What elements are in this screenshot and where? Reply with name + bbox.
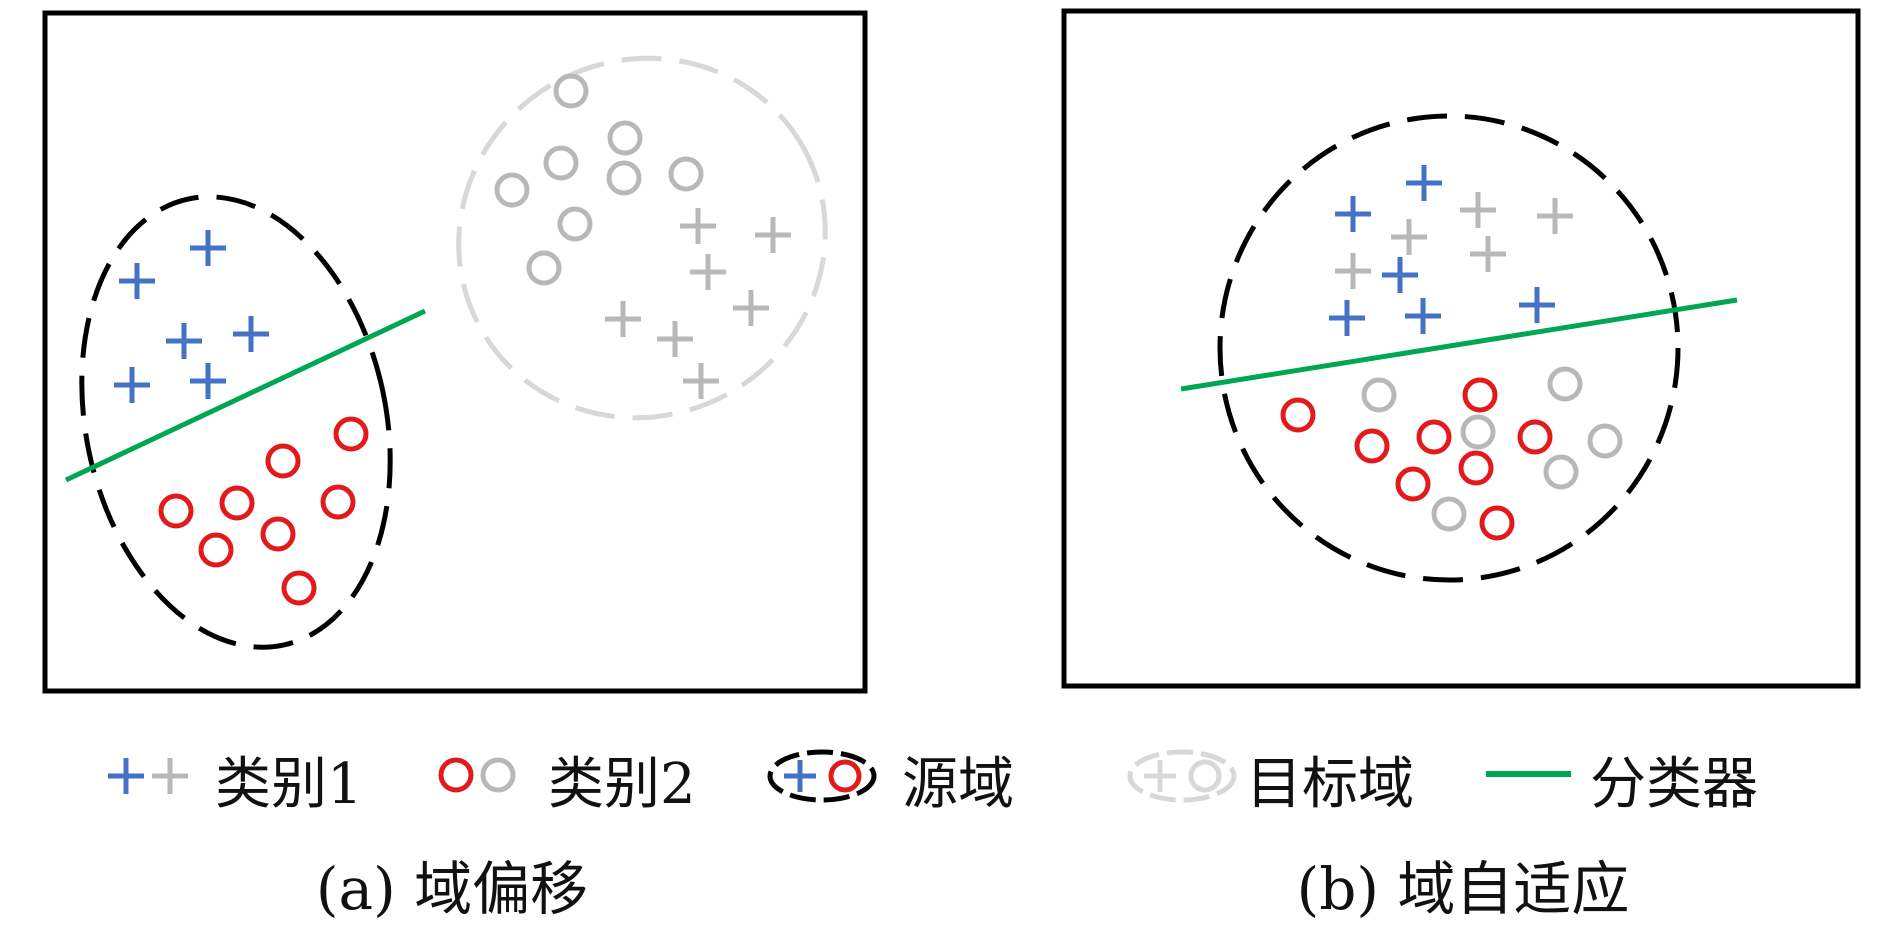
- plus-marker: [733, 290, 769, 326]
- circle-marker: [158, 493, 194, 529]
- source-class2-points: [1280, 377, 1553, 541]
- circle-marker: [494, 172, 530, 208]
- circle-marker: [1547, 366, 1583, 402]
- legend-target-icon: [1127, 749, 1237, 803]
- source-domain-ellipse: [79, 194, 393, 650]
- circle-marker: [1395, 466, 1431, 502]
- plus-marker: [1519, 287, 1555, 323]
- plus-marker: [166, 323, 202, 359]
- legend-classifier-label: 分类器: [1590, 752, 1758, 817]
- circle-marker: [198, 532, 234, 568]
- plus-marker: [119, 263, 155, 299]
- classifier-line: [64, 308, 427, 483]
- plus-marker: [690, 254, 726, 290]
- circle-marker: [668, 156, 704, 192]
- panel-a-frame: [42, 10, 868, 694]
- circle-marker: [1587, 423, 1623, 459]
- legend-class1-icon: [108, 758, 188, 794]
- circle-marker: [1460, 414, 1496, 450]
- circle-marker: [606, 160, 642, 196]
- circle-marker: [219, 485, 255, 521]
- plus-marker: [1537, 198, 1573, 234]
- plus-marker: [1406, 165, 1442, 201]
- circle-marker: [281, 570, 317, 606]
- plus-marker: [114, 367, 150, 403]
- circle-marker: [543, 145, 579, 181]
- circle-marker: [1280, 397, 1316, 433]
- legend-source-label: 源域: [902, 752, 1014, 817]
- source-class2-points: [158, 416, 369, 606]
- classifier-line: [1180, 297, 1738, 392]
- circle-marker: [1458, 450, 1494, 486]
- target-class2-points: [494, 73, 704, 286]
- circle-marker: [1543, 454, 1579, 490]
- legend-source-icon: [767, 749, 877, 803]
- circle-marker: [607, 120, 643, 156]
- plus-marker: [1460, 192, 1496, 228]
- plus-marker: [1335, 196, 1371, 232]
- circle-marker: [260, 516, 296, 552]
- circle-marker: [1479, 505, 1515, 541]
- plus-marker: [1335, 253, 1371, 289]
- plus-marker: [190, 230, 226, 266]
- plus-marker: [657, 321, 693, 357]
- target-class1-points: [1335, 192, 1573, 289]
- plus-marker: [1405, 298, 1441, 334]
- aligned-domain-ellipse: [1217, 113, 1681, 583]
- circle-marker: [1517, 419, 1553, 455]
- plus-marker: [680, 208, 716, 244]
- panel-b-caption: (b) 域自适应: [1297, 855, 1630, 923]
- panel-a-caption: (a) 域偏移: [316, 855, 588, 923]
- legend-class2-label: 类别2: [548, 752, 696, 817]
- plus-marker: [1391, 219, 1427, 255]
- target-domain-ellipse: [456, 55, 828, 421]
- plus-marker: [1329, 300, 1365, 336]
- circle-marker: [333, 416, 369, 452]
- circle-marker: [1431, 496, 1467, 532]
- source-class1-points: [1329, 165, 1555, 336]
- source-class1-points: [114, 230, 269, 403]
- circle-marker: [1416, 419, 1452, 455]
- plus-marker: [233, 316, 269, 352]
- circle-marker: [265, 443, 301, 479]
- circle-marker: [526, 250, 562, 286]
- plus-marker: [683, 363, 719, 399]
- plus-marker: [605, 301, 641, 337]
- circle-marker: [1354, 428, 1390, 464]
- circle-marker: [553, 73, 589, 109]
- legend-class1-label: 类别1: [215, 752, 363, 817]
- legend-target-label: 目标域: [1246, 752, 1414, 817]
- legend: 类别1 类别2 源域 目标域 分类器: [108, 749, 1758, 817]
- legend-class2-icon: [438, 757, 516, 793]
- circle-marker: [557, 206, 593, 242]
- plus-marker: [1382, 257, 1418, 293]
- panel-b-frame: [1061, 8, 1861, 689]
- plus-marker: [1470, 236, 1506, 272]
- target-class1-points: [605, 208, 791, 399]
- panel-b: [1061, 8, 1861, 689]
- circle-marker: [1462, 377, 1498, 413]
- plus-marker: [190, 363, 226, 399]
- panel-a: [42, 10, 868, 694]
- circle-marker: [320, 484, 356, 520]
- target-class2-points: [1361, 366, 1623, 532]
- circle-marker: [1361, 377, 1397, 413]
- plus-marker: [755, 217, 791, 253]
